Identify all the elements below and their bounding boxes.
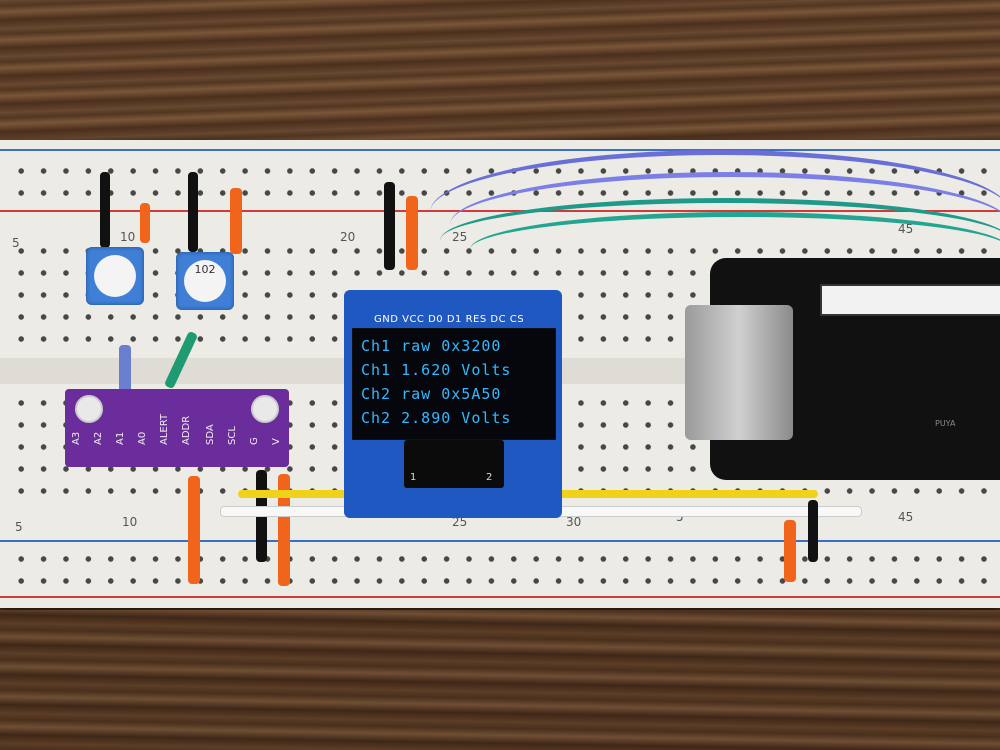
adc-pin-label: SCL <box>227 426 238 445</box>
ffc-connector <box>820 284 1000 316</box>
column-number: 20 <box>340 230 356 244</box>
potentiometer[interactable] <box>86 247 144 305</box>
jumper-wire-orange <box>406 196 418 270</box>
mini-hdmi-port[interactable] <box>685 305 793 440</box>
mounting-hole <box>251 395 279 423</box>
jumper-wire-orange <box>188 476 200 584</box>
potentiometer[interactable]: 102 <box>176 252 234 310</box>
potentiometer-knob[interactable] <box>94 255 136 297</box>
jumper-wire-orange <box>784 520 796 582</box>
rail-line-red-bottom <box>0 596 1000 598</box>
jumper-wire-blue <box>430 150 1000 275</box>
adc-pin-label: ALERT <box>159 413 170 445</box>
oled-screen: Ch1 raw 0x3200 Ch1 1.620 Volts Ch2 raw 0… <box>352 328 556 440</box>
oled-text-line: Ch2 2.890 Volts <box>361 409 512 427</box>
jumper-wire-blue <box>119 345 131 393</box>
adc-pin-label: SDA <box>205 424 216 445</box>
chip-marking: PUYA <box>935 419 956 428</box>
flex-mark: 2 <box>486 472 493 483</box>
adc-module: A3 A2 A1 A0 ALERT ADDR SDA SCL G V <box>65 389 289 467</box>
oled-pin-labels: GND VCC D0 D1 RES DC CS <box>374 314 525 325</box>
column-number: 25 <box>452 515 468 529</box>
oled-display-module: GND VCC D0 D1 RES DC CS Ch1 raw 0x3200 C… <box>344 290 562 518</box>
oled-text-line: Ch1 1.620 Volts <box>361 361 512 379</box>
jumper-wire-black <box>188 172 198 252</box>
column-number: 10 <box>120 230 136 244</box>
jumper-wire-black <box>384 182 395 270</box>
jumper-wire-orange <box>278 474 290 586</box>
jumper-wire-orange <box>230 188 242 254</box>
rail-line-blue-top <box>0 149 1000 151</box>
jumper-wire-blue <box>450 172 1000 277</box>
jumper-wire-teal <box>440 198 1000 283</box>
adc-pin-label: A3 <box>71 431 82 445</box>
rail-line-blue-bottom <box>0 540 1000 542</box>
jumper-wire-orange <box>140 203 150 243</box>
adc-pin-label: G <box>249 437 260 445</box>
column-number: 5 <box>15 520 23 534</box>
adc-pin-label: ADDR <box>181 415 192 445</box>
adc-pin-label: A0 <box>137 431 148 445</box>
wooden-table-bottom <box>0 610 1000 750</box>
jumper-wire-black <box>808 500 818 562</box>
adc-pin-label: A2 <box>93 431 104 445</box>
column-number: 30 <box>566 515 582 529</box>
column-number: 10 <box>122 515 138 529</box>
wooden-table-top <box>0 0 1000 140</box>
rail-holes-bottom <box>10 548 995 592</box>
potentiometer-knob[interactable]: 102 <box>184 260 226 302</box>
oled-flex-cable: 1 2 <box>404 440 504 488</box>
mounting-hole <box>75 395 103 423</box>
oled-text-line: Ch2 raw 0x5A50 <box>361 385 502 403</box>
column-number: 45 <box>898 510 914 524</box>
jumper-wire-black <box>100 172 110 248</box>
jumper-wire-teal <box>470 212 1000 287</box>
column-number: 5 <box>676 510 684 524</box>
adc-pin-label: V <box>271 438 282 445</box>
potentiometer-marking: 102 <box>194 263 216 276</box>
oled-text-line: Ch1 raw 0x3200 <box>361 337 502 355</box>
column-number: 5 <box>12 236 20 250</box>
flex-mark: 1 <box>410 472 417 483</box>
adc-pin-label: A1 <box>115 431 126 445</box>
